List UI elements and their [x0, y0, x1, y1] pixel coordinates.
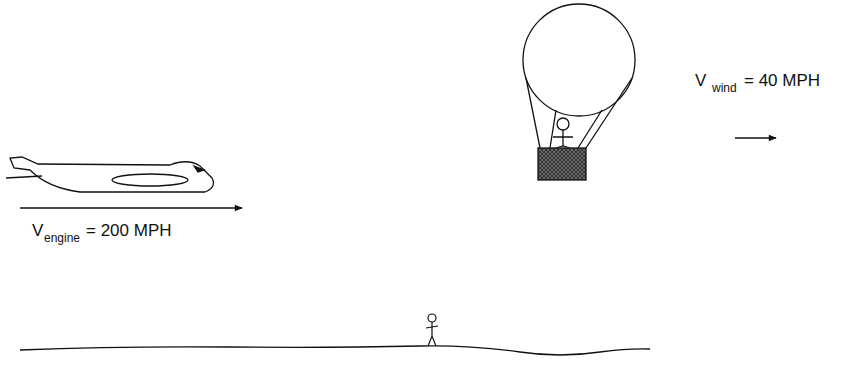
tail-plane	[6, 176, 42, 178]
velocity-subscript: engine	[44, 232, 80, 244]
velocity-symbol: V	[695, 72, 706, 89]
hot-air-balloon	[523, 4, 635, 180]
velocity-value: = 40 MPH	[744, 72, 820, 89]
ground-line	[20, 346, 650, 355]
wing	[112, 174, 188, 186]
velocity-subscript: wind	[712, 82, 737, 94]
engine-velocity-arrow	[20, 207, 242, 209]
velocity-symbol: V	[32, 222, 43, 239]
passenger-head	[557, 118, 569, 130]
velocity-value: = 200 MPH	[86, 222, 172, 239]
ground-observer	[426, 314, 438, 346]
passenger-body	[553, 130, 573, 148]
cockpit-window	[194, 166, 204, 172]
balloon-ropes	[526, 78, 632, 148]
balloon-basket	[538, 148, 586, 180]
airplane	[6, 157, 213, 192]
wind-velocity-arrow	[735, 137, 776, 139]
fuselage	[10, 157, 213, 192]
